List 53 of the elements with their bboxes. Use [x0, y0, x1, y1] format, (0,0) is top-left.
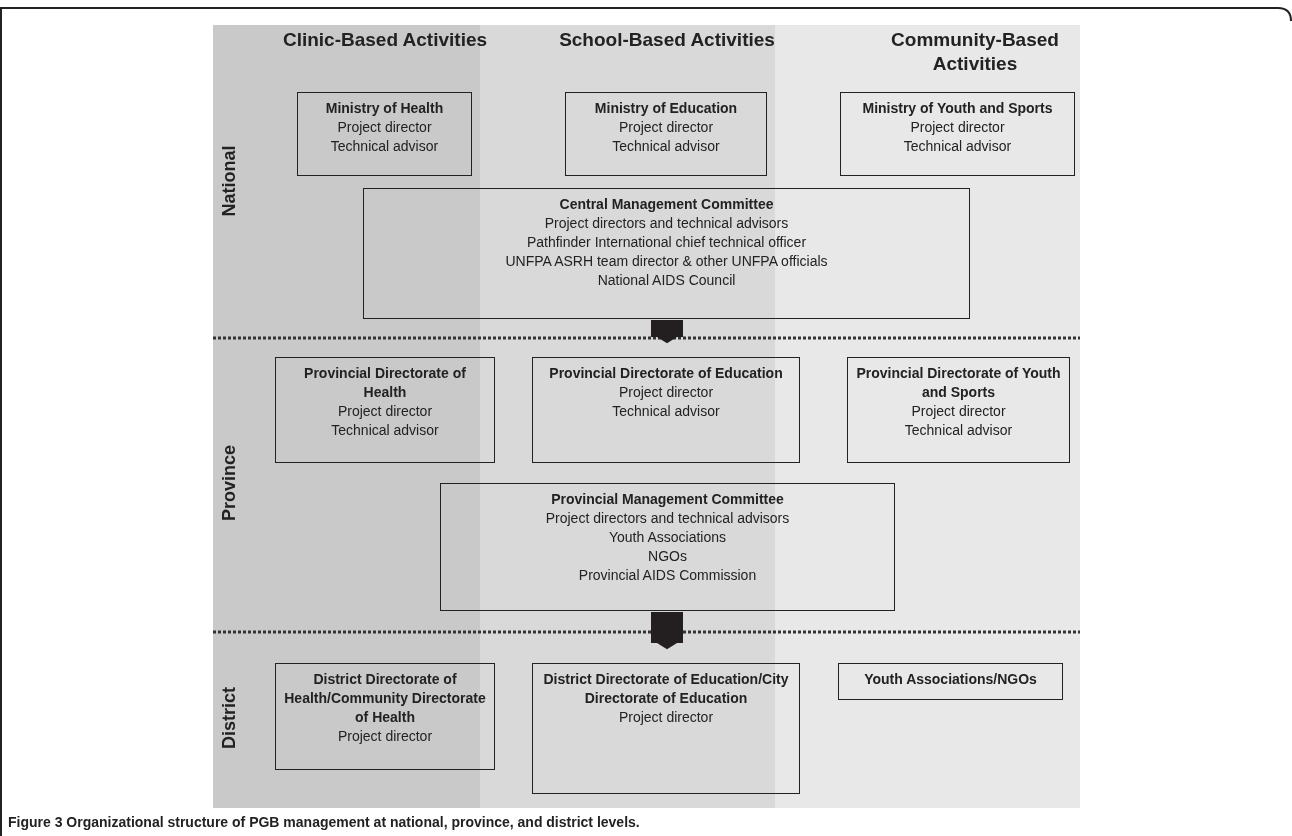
- organization-title: Youth Associations/NGOs: [864, 670, 1037, 689]
- organization-box: [838, 663, 1063, 700]
- member-text: Provincial AIDS Commission: [578, 566, 757, 585]
- organization-title: Central Management Committee: [559, 195, 774, 214]
- organization-title: Provincial Directorate of Education: [549, 364, 783, 383]
- member-text: Project director: [337, 727, 433, 746]
- organization-box: [532, 663, 800, 794]
- member-text: Project director: [337, 402, 433, 421]
- column-heading: School-Based Activities: [558, 28, 776, 52]
- organization-title: Ministry of Youth and Sports: [862, 99, 1053, 118]
- member-text: Project director: [618, 118, 714, 137]
- member-text: Technical advisor: [612, 402, 720, 421]
- organization-title: Ministry of Health: [325, 99, 444, 118]
- level-label: District: [218, 686, 240, 751]
- member-text: Technical advisor: [903, 137, 1012, 156]
- block-arrow: [651, 612, 683, 650]
- block-arrow: [651, 320, 683, 344]
- organization-title: Provincial Management Committee: [551, 490, 784, 509]
- member-text: Project director: [910, 118, 1005, 137]
- member-text: Project director: [337, 118, 432, 137]
- organization-box: [440, 483, 895, 611]
- member-text: Project director: [618, 383, 714, 402]
- member-text: Pathfinder International chief technical officer: [526, 233, 807, 252]
- member-text: National AIDS Council: [597, 271, 736, 290]
- member-text: Youth Associations: [609, 528, 726, 547]
- member-text: NGOs: [648, 547, 687, 566]
- column-heading: Clinic-Based Activities: [281, 28, 489, 52]
- organization-title: Ministry of Education: [594, 99, 738, 118]
- organization-title: District Directorate of Education/City Directorate of Education: [542, 670, 790, 708]
- organization-box: [297, 92, 472, 176]
- organization-title: Provincial Directorate of Youth and Sports: [855, 364, 1062, 402]
- figure-caption: Figure 3 Organizational structure of PGB management at national, province, and district levels.: [8, 814, 640, 830]
- organization-box: [565, 92, 767, 176]
- column-heading: Community-Based Activities: [890, 28, 1060, 76]
- member-text: UNFPA ASRH team director & other UNFPA officials: [505, 252, 828, 271]
- member-text: Technical advisor: [612, 137, 720, 156]
- member-text: Technical advisor: [330, 137, 439, 156]
- organization-box: [275, 357, 495, 463]
- member-text: Project directors and technical advisors: [545, 509, 790, 528]
- organization-title: District Directorate of Health/Community Directorate of Health: [283, 670, 487, 727]
- member-text: Technical advisor: [904, 421, 1013, 440]
- member-text: Project director: [618, 708, 714, 727]
- level-label: Province: [218, 444, 240, 524]
- organization-box: [532, 357, 800, 463]
- member-text: Project director: [911, 402, 1006, 421]
- organization-box: [275, 663, 495, 770]
- member-text: Project directors and technical advisors: [544, 214, 789, 233]
- member-text: Technical advisor: [331, 421, 439, 440]
- organization-title: Provincial Directorate of Health: [303, 364, 467, 402]
- organization-box: [363, 188, 970, 319]
- level-label: National: [218, 144, 240, 219]
- organization-box: [847, 357, 1070, 463]
- organization-box: [840, 92, 1075, 176]
